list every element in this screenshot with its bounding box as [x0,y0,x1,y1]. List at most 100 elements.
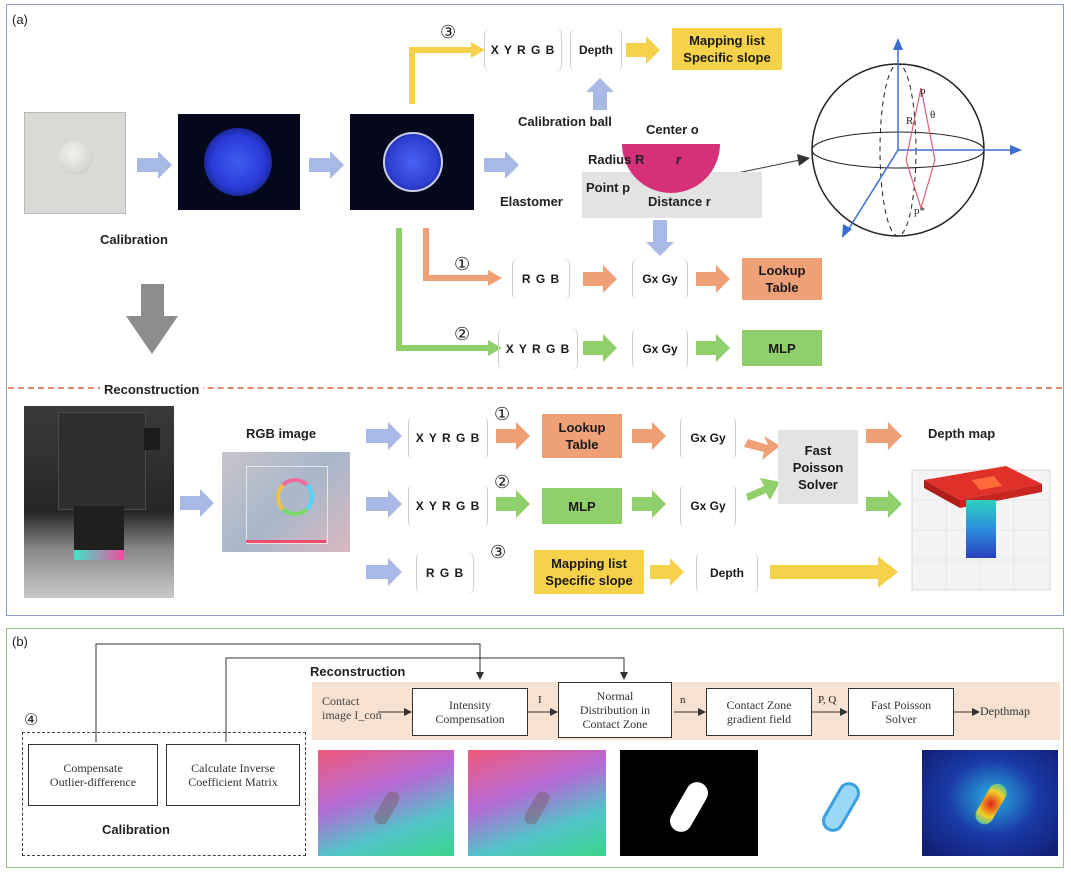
arrow [770,556,898,588]
xyrgb-bracket: X Y R G B [408,416,488,460]
step-1-number: ① [454,254,471,274]
contact-image-thumb [318,750,454,856]
step-3-number: ③ [440,22,457,42]
depthmap-thumb [922,750,1058,856]
arrow [366,490,402,518]
gx-gy-bracket: Gx Gy [632,258,688,300]
elastomer-label: Elastomer [500,194,563,209]
calculate-inverse-box: Calculate Inverse Coefficient Matrix [166,744,300,806]
panel-a-label: (a) [12,12,28,27]
svg-text:p*: p* [914,205,925,217]
center-label: Center o [646,122,699,137]
step-4-number: ④ [24,712,39,729]
arrow [746,478,780,501]
calibration-title: Calibration [100,232,168,247]
panel-b [6,628,1064,868]
lookup-table-box: Lookup Table [742,258,822,300]
arrow [626,36,660,64]
compensate-outlier-box: Compensate Outlier-difference [28,744,158,806]
row-2-number: ② [494,472,511,492]
arrow [366,422,402,450]
calibration-ball-title: Calibration ball [518,114,612,129]
depthmap-label: Depthmap [980,704,1030,718]
contact-image-label: Contact image I_con [322,694,382,722]
mlp-box: MLP [542,488,622,524]
rgb-bracket: R G B [416,552,474,594]
svg-text:R: R [906,115,914,127]
panel-b-label: (b) [12,634,28,649]
contact-mask-thumb [620,750,758,856]
mlp-box: MLP [742,330,822,366]
reconstruction-title: Reconstruction [100,382,204,397]
edge-pq-label: P, Q [818,694,837,706]
arrow [366,558,402,586]
step-2-number: ② [454,324,471,344]
arrow [866,422,902,450]
arrow [496,422,530,450]
lookup-table-box: Lookup Table [542,414,622,458]
depth-map-title: Depth map [928,426,996,441]
gx-gy-bracket: Gx Gy [680,416,736,460]
fast-poisson-solver-box: Fast Poisson Solver [778,430,858,504]
arrow [583,334,617,362]
normal-distribution-box: Normal Distribution in Contact Zone [558,682,672,738]
gradient-field-box: Contact Zone gradient field [706,688,812,736]
arrow [309,151,344,179]
arrow [484,151,519,179]
sensor-photo [24,406,174,598]
mapping-list-box: Mapping list Specific slope [672,28,782,70]
tactile-image-raw [178,114,300,210]
tactile-image-detected [350,114,474,210]
mapping-list-box: Mapping list Specific slope [534,550,644,594]
arrow [696,265,730,293]
yellow-path [409,47,473,104]
gx-gy-bracket: Gx Gy [632,328,688,370]
arrow [744,436,780,460]
xyrgb-bracket: X Y R G B [408,484,488,528]
section-divider [8,387,1062,389]
green-path [396,228,490,351]
edge-n-label: n [680,694,686,706]
arrow [180,489,214,517]
calibration-title-b: Calibration [102,822,170,837]
gray-down-arrow [126,284,178,354]
row-3-number: ③ [490,542,507,562]
svg-text:θ: θ [930,109,935,121]
distance-label: Distance r [648,194,711,209]
arrow [646,220,674,256]
calibration-photo [24,112,126,214]
reconstruction-title-b: Reconstruction [310,664,406,679]
arrow [496,490,530,518]
compensated-image-thumb [468,750,606,856]
rgb-image-title: RGB image [246,426,317,441]
arrow [632,422,666,450]
gx-gy-bracket: Gx Gy [680,484,736,528]
panel-a [6,4,1064,616]
depth-bracket: Depth [696,552,758,594]
gradient-field-thumb [772,750,908,856]
xyrgb-bracket: X Y R G B [498,328,578,370]
radius-label: Radius R [588,152,645,167]
arrow [488,340,502,356]
arrow [137,151,172,179]
arrow [488,270,502,286]
arrow [650,558,684,586]
arrow [471,42,485,58]
arrow [866,490,902,518]
svg-text:p: p [920,85,926,97]
depth-bracket: Depth [570,28,622,72]
intensity-compensation-box: Intensity Compensation [412,688,528,736]
orange-path [423,228,490,281]
edge-i-label: I [538,694,542,706]
arrow [583,265,617,293]
rgb-bracket: R G B [512,258,570,300]
arrow [632,490,666,518]
xyrgb-bracket: X Y R G B [484,28,562,72]
arrow [586,78,614,110]
point-label: Point p [586,180,631,195]
r-label: r [676,152,682,167]
